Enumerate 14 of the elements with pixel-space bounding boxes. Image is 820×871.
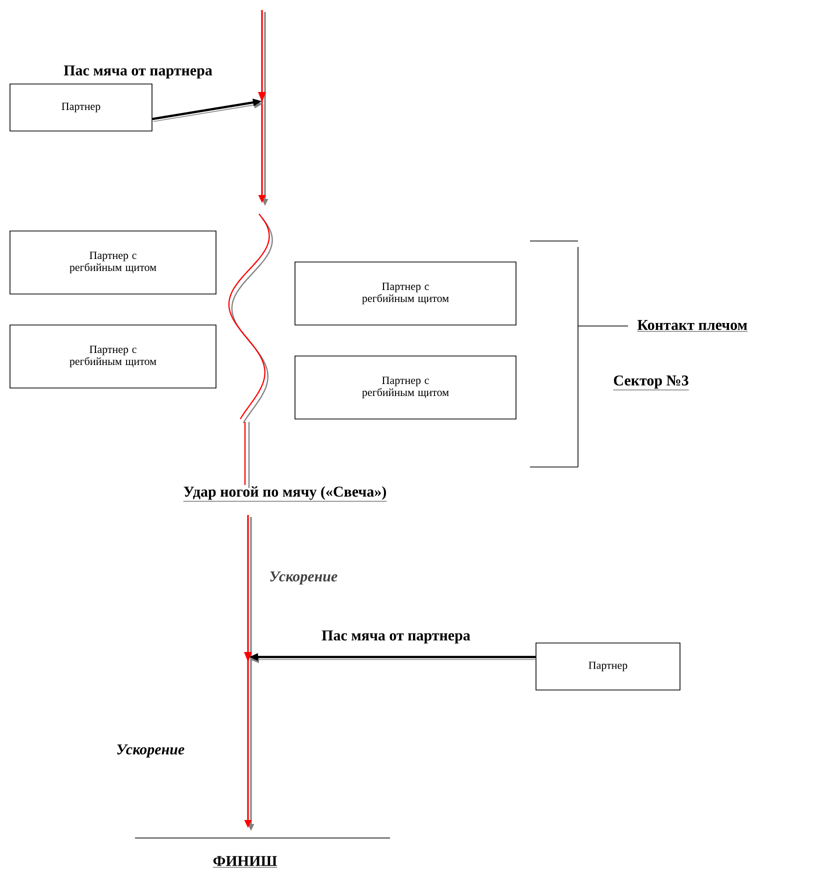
shield-partner-box: Партнер с регбийным щитом [10,230,216,294]
edge-label: Пас мяча от партнера [322,630,470,644]
callout-label: Контакт плечом [637,320,748,332]
acceleration-label: Ускорение [117,744,184,758]
acceleration-label: Ускорение [270,572,338,585]
shield-partner-box: Партнер с регбийным щитом [10,324,216,388]
partner-box: Партнер [10,84,152,132]
edge-label: Пас мяча от партнера [64,66,212,79]
sector-label: Сектор №3 [613,375,690,390]
kick-label: Удар ногой по мячу («Свеча») [183,486,387,502]
shield-partner-box: Партнер с регбийным щитом [294,262,516,326]
finish-label: ФИНИШ [212,856,278,868]
partner-box: Партнер [536,642,680,690]
shield-partner-box: Партнер с регбийным щитом [294,356,516,420]
